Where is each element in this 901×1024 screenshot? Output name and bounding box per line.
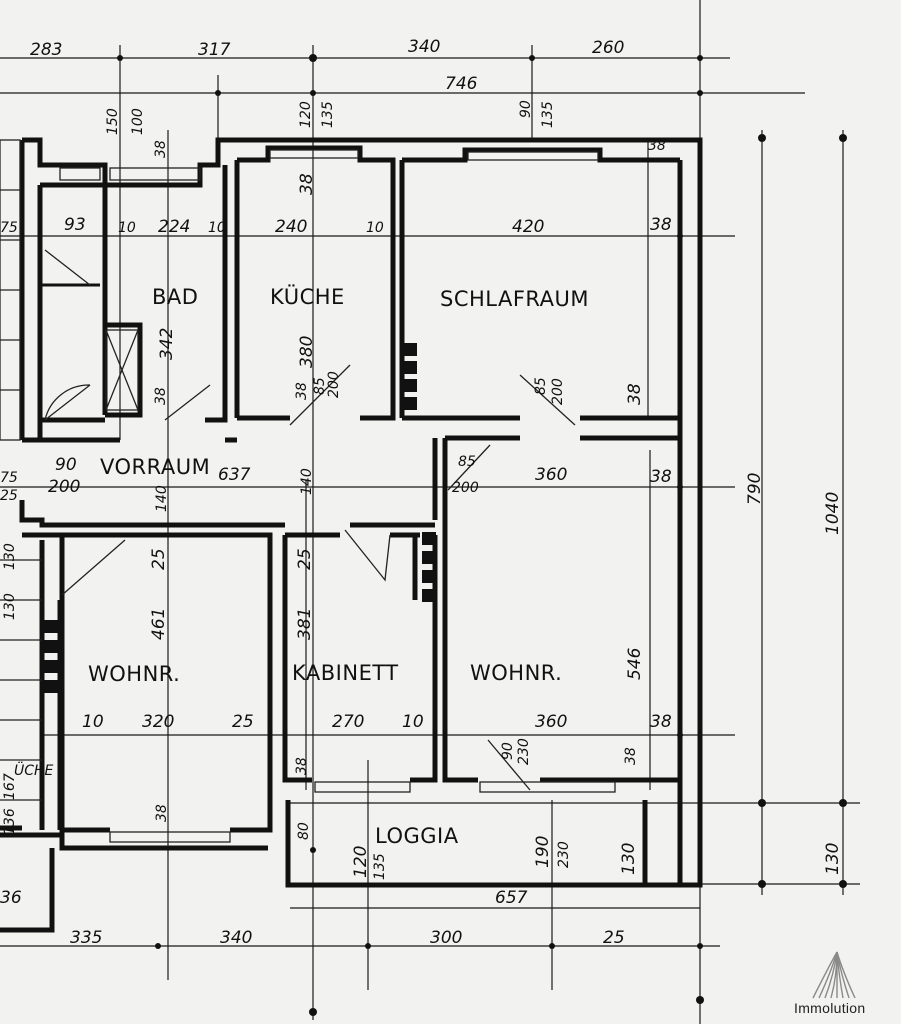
dim-80: 80 bbox=[296, 822, 312, 840]
dim-75b: 75 bbox=[0, 470, 18, 486]
fixtures bbox=[0, 139, 616, 843]
dim-637: 637 bbox=[218, 465, 251, 485]
dim-140b: 140 bbox=[299, 468, 315, 495]
dim-top-135a: 135 bbox=[320, 101, 336, 128]
dim-top-260: 260 bbox=[592, 38, 624, 58]
dim-36: 36 bbox=[0, 888, 22, 908]
dim-90b: 90 bbox=[500, 742, 516, 760]
dim-135c: 135 bbox=[372, 853, 388, 880]
dim-130-right: 130 bbox=[823, 843, 843, 875]
dim-10e: 10 bbox=[402, 712, 424, 732]
dim-75a: 75 bbox=[0, 220, 18, 236]
dim-240: 240 bbox=[275, 217, 307, 237]
dim-top-317: 317 bbox=[198, 40, 231, 60]
dim-top-90: 90 bbox=[518, 100, 534, 118]
dim-230a: 230 bbox=[516, 738, 532, 765]
dimension-labels: 283 317 340 260 746 150 100 38 120 135 9… bbox=[0, 37, 843, 948]
dim-300: 300 bbox=[430, 928, 462, 948]
dim-420: 420 bbox=[512, 217, 544, 237]
dim-85a: 85 bbox=[312, 377, 328, 395]
immolution-logo-icon bbox=[812, 951, 856, 999]
dim-335: 335 bbox=[70, 928, 102, 948]
dim-85b: 85 bbox=[533, 377, 549, 395]
dim-130b: 130 bbox=[2, 593, 18, 620]
vent-blocks bbox=[44, 343, 436, 693]
dim-10b: 10 bbox=[208, 220, 226, 236]
dim-190: 190 bbox=[533, 836, 553, 868]
room-label-schlafraum: SCHLAFRAUM bbox=[440, 287, 589, 311]
dim-200b: 200 bbox=[550, 378, 566, 405]
dim-1040: 1040 bbox=[823, 492, 843, 535]
room-label-kueche: KÜCHE bbox=[270, 284, 345, 309]
dim-38c: 38 bbox=[294, 382, 310, 400]
dim-38f: 38 bbox=[650, 712, 672, 732]
room-label-neighbor-kueche: ÜCHE bbox=[14, 761, 54, 779]
dim-230b: 230 bbox=[556, 841, 572, 868]
dim-130c: 130 bbox=[619, 843, 639, 875]
dim-top-150: 150 bbox=[105, 108, 121, 135]
dim-360b: 360 bbox=[535, 712, 567, 732]
dim-381: 381 bbox=[295, 608, 315, 640]
dim-top-283: 283 bbox=[30, 40, 62, 60]
dim-360a: 360 bbox=[535, 465, 567, 485]
dim-140a: 140 bbox=[154, 485, 170, 512]
dim-790: 790 bbox=[745, 473, 765, 505]
dim-38-top: 38 bbox=[297, 173, 317, 195]
dim-25c: 25 bbox=[295, 548, 315, 570]
dim-93: 93 bbox=[64, 215, 86, 235]
room-labels: BAD KÜCHE SCHLAFRAUM VORRAUM WOHNR. KABI… bbox=[14, 284, 589, 848]
dim-85c: 85 bbox=[458, 454, 476, 470]
dim-270: 270 bbox=[332, 712, 364, 732]
dim-200c: 200 bbox=[48, 477, 80, 497]
room-label-vorraum: VORRAUM bbox=[100, 455, 210, 479]
dim-top-100: 100 bbox=[130, 108, 146, 135]
dim-120: 120 bbox=[351, 846, 371, 878]
logo-text: Immolution bbox=[794, 1000, 866, 1016]
dim-10d: 10 bbox=[82, 712, 104, 732]
dim-top-340: 340 bbox=[408, 37, 440, 57]
dim-136: 136 bbox=[2, 808, 18, 835]
dim-90: 90 bbox=[55, 455, 77, 475]
room-label-wohnr-right: WOHNR. bbox=[470, 661, 562, 685]
dim-340b: 340 bbox=[220, 928, 252, 948]
dim-top-120: 120 bbox=[298, 101, 314, 128]
dim-38j: 38 bbox=[648, 138, 666, 154]
dim-200a: 200 bbox=[326, 371, 342, 398]
dim-167: 167 bbox=[2, 773, 18, 800]
dim-10c: 10 bbox=[366, 220, 384, 236]
dim-461: 461 bbox=[149, 608, 169, 640]
dimension-lines bbox=[0, 0, 860, 1024]
dim-top-746: 746 bbox=[445, 74, 478, 94]
dim-38g: 38 bbox=[154, 804, 170, 822]
room-label-wohnr-left: WOHNR. bbox=[88, 662, 180, 686]
room-label-kabinett: KABINETT bbox=[292, 661, 399, 685]
dim-38e: 38 bbox=[650, 467, 672, 487]
dim-25b: 25 bbox=[149, 548, 169, 570]
dim-320: 320 bbox=[142, 712, 174, 732]
dim-38b: 38 bbox=[153, 387, 169, 405]
dim-380: 380 bbox=[297, 336, 317, 368]
dim-224: 224 bbox=[158, 217, 190, 237]
dim-38h: 38 bbox=[294, 757, 310, 775]
dim-38d: 38 bbox=[625, 383, 645, 405]
dim-25d: 25 bbox=[232, 712, 254, 732]
dim-130a: 130 bbox=[2, 543, 18, 570]
dim-546: 546 bbox=[625, 647, 645, 680]
dim-25a: 25 bbox=[0, 488, 18, 504]
dim-25e: 25 bbox=[603, 928, 625, 948]
room-label-loggia: LOGGIA bbox=[375, 824, 459, 848]
walls bbox=[0, 137, 703, 933]
room-label-bad: BAD bbox=[152, 285, 198, 309]
dim-657: 657 bbox=[495, 888, 528, 908]
dim-10a: 10 bbox=[118, 220, 136, 236]
dim-38a: 38 bbox=[650, 215, 672, 235]
dim-top-38a: 38 bbox=[153, 140, 169, 158]
dim-200d: 200 bbox=[452, 480, 479, 496]
dim-342: 342 bbox=[157, 328, 177, 360]
dim-38i: 38 bbox=[623, 747, 639, 765]
dim-top-135b: 135 bbox=[540, 101, 556, 128]
